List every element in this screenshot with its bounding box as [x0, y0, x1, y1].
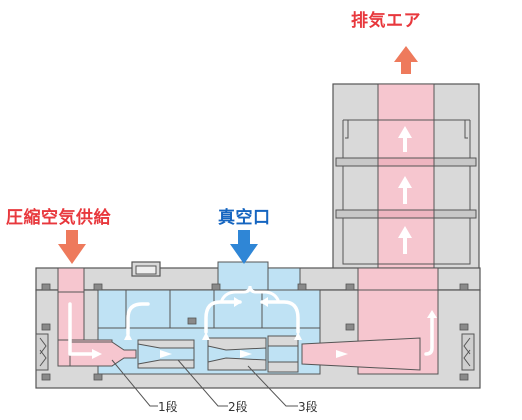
left-end-fitting — [35, 333, 49, 371]
internal-flow-arrows — [68, 300, 434, 356]
vacuum-arrow — [230, 230, 258, 264]
vacuum-split-flow — [220, 285, 280, 302]
nozzle-stage-3 — [267, 335, 299, 373]
stage-leader-lines — [111, 359, 298, 407]
right-end-fitting — [461, 333, 475, 371]
nozzle-stage-1 — [69, 339, 195, 369]
vacuum-label: 真空口 — [218, 208, 271, 228]
fastener-marks — [41, 283, 469, 381]
diffuser — [301, 337, 421, 371]
supply-label: 圧縮空気供給 — [6, 208, 111, 228]
exhaust-flow-arrows — [398, 126, 412, 254]
stage-label-3: 3段 — [298, 400, 318, 414]
ejector-body — [35, 261, 481, 389]
stage-label-2: 2段 — [228, 400, 248, 414]
nozzle-stage-2 — [207, 337, 267, 371]
stage-label-1: 1段 — [158, 400, 178, 414]
silencer-tower — [332, 83, 480, 271]
internal-flow-arrowheads — [92, 297, 437, 359]
exhaust-label: 排気エア — [351, 11, 421, 31]
supply-arrow — [58, 230, 86, 264]
exhaust-arrow — [394, 46, 418, 74]
